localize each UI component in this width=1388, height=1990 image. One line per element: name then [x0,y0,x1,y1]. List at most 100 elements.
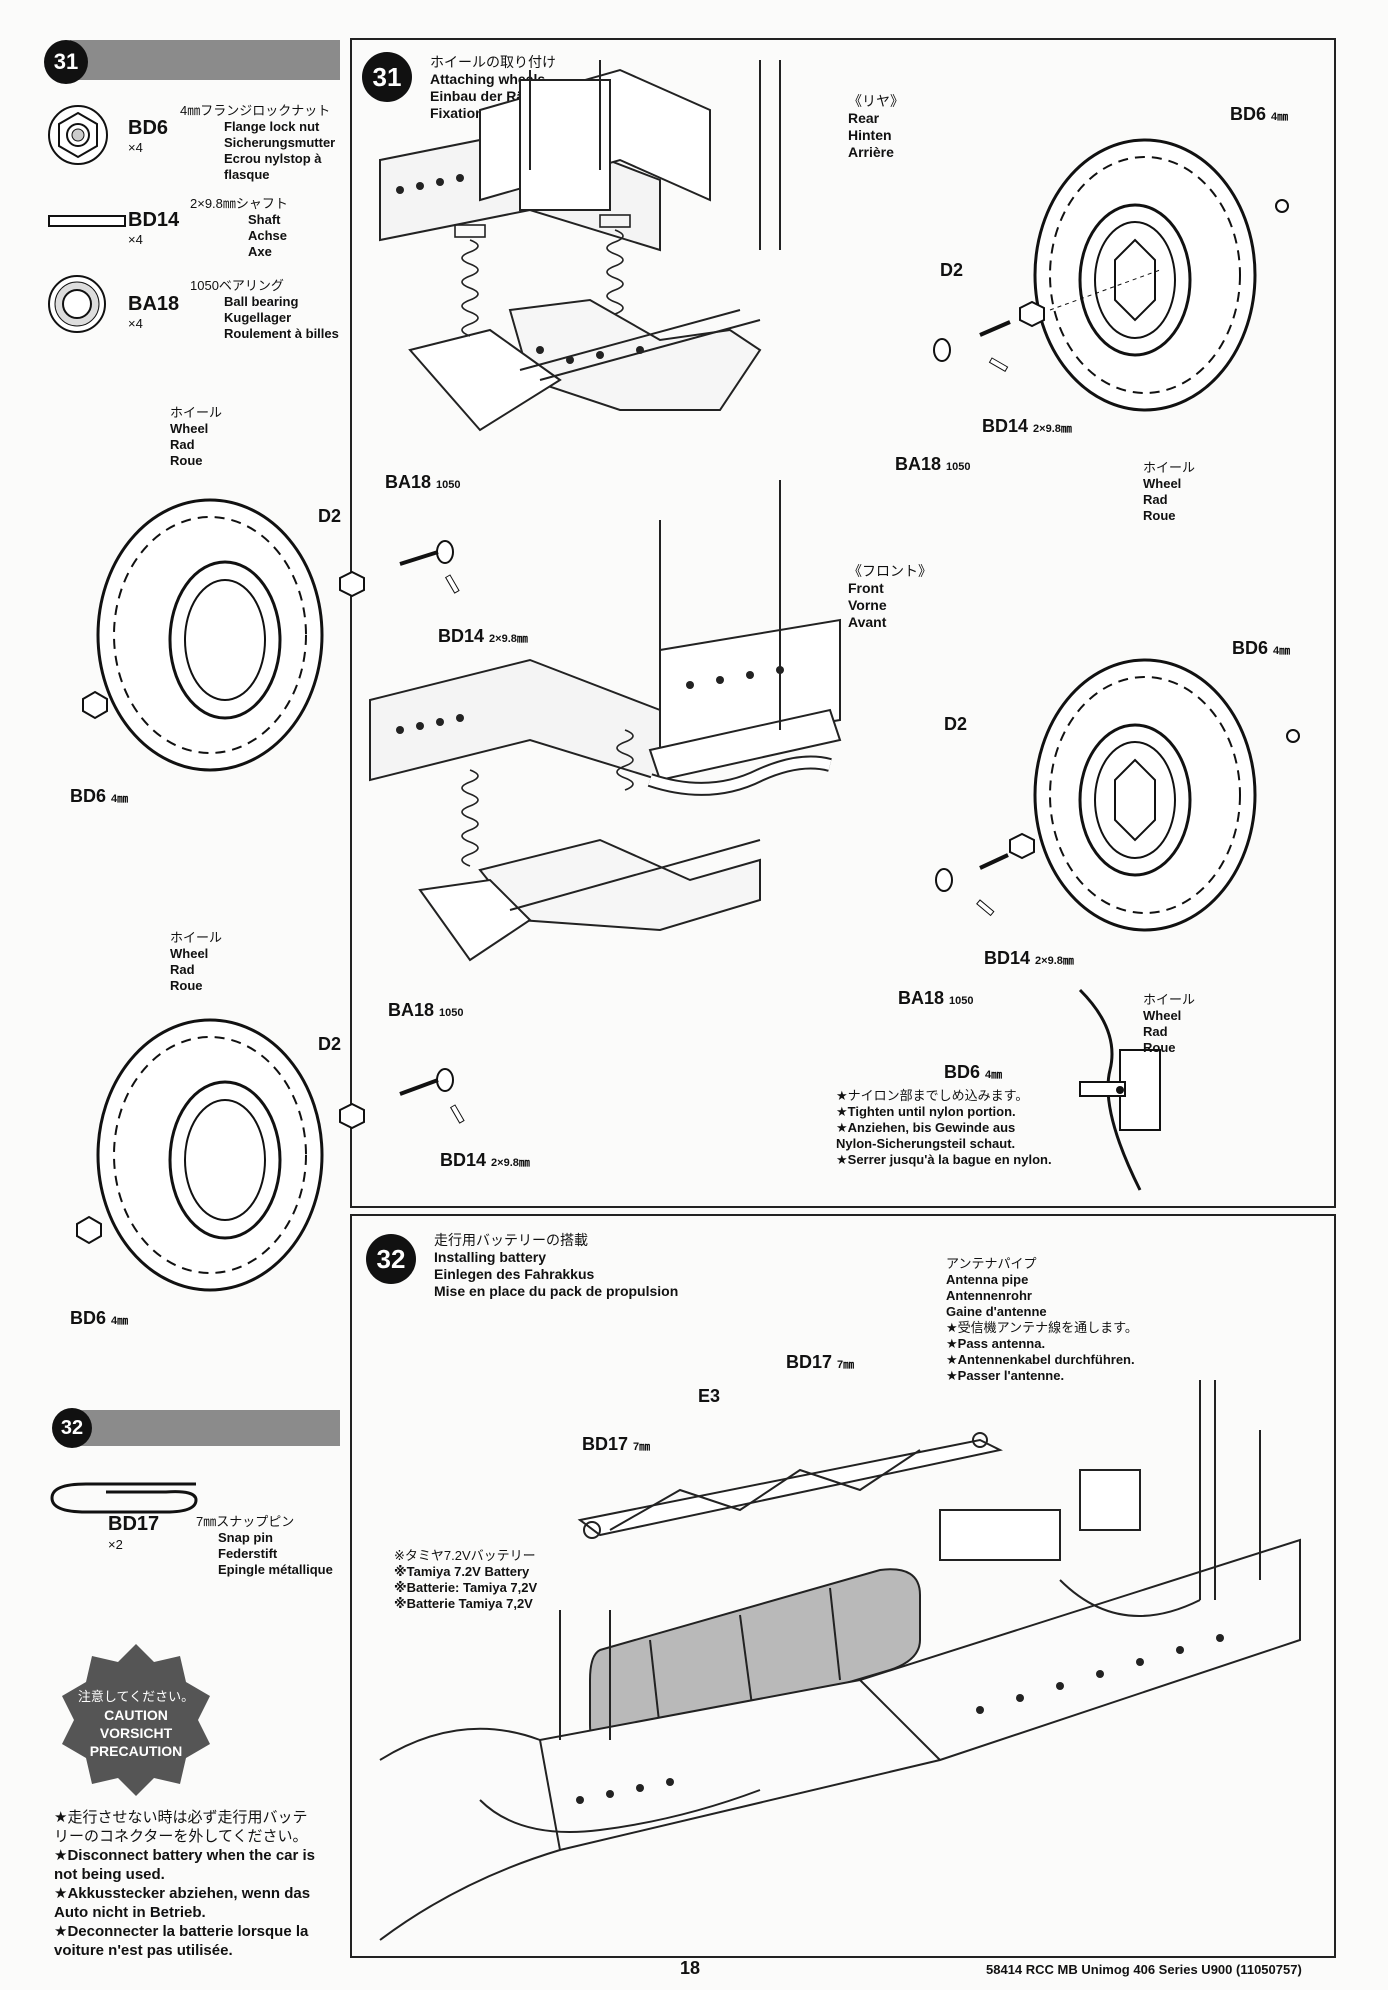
antenna-note-de: ★Antennenkabel durchführen. [946,1352,1135,1367]
e3-label: E3 [698,1386,721,1406]
nylon-note: ★ナイロン部までしめ込みます。 ★Tighten until nylon por… [836,1088,1052,1168]
caution-line-4: not being used. [54,1866,165,1883]
sidebar-bd14-fr: Axe [248,244,272,259]
front-right-bd6-size: 4㎜ [1273,645,1291,657]
battery-jp: ※タミヤ7.2Vバッテリー [394,1548,536,1563]
sidebar-bd17-fr: Epingle métallique [218,1562,333,1577]
sidebar-bd6-de: Sicherungsmutter [224,135,336,150]
battery-chassis-drawing [379,1380,1301,1941]
sidebar-bd17-en: Snap pin [218,1530,273,1545]
snap-pin-icon [50,1482,198,1514]
sidebar-ba18-names: 1050ベアリング Ball bearing Kugellager Roulem… [190,278,350,342]
front-left-wheel-de: Rad [170,962,195,977]
rear-right-bd14-size: 2×9.8㎜ [1033,423,1072,435]
document-id: 58414 RCC MB Unimog 406 Series U900 (110… [986,1962,1302,1977]
front-right-ba18-size: 1050 [949,995,974,1007]
sidebar-bd6-fr: Ecrou nylstop à [224,151,322,166]
battery-de: ※Batterie: Tamiya 7,2V [394,1580,538,1595]
rear-left-bd6: BD6 4㎜ [70,786,129,807]
sidebar-ba18-code: BA18 [128,293,180,315]
sidebar-bd14-de: Achse [248,228,288,243]
step31-sidebar-badge: 31 [44,40,88,84]
rear-left-d2: D2 [318,506,342,526]
caution-badge-icon [62,1644,210,1796]
nylon-note-en: ★Tighten until nylon portion. [836,1104,1016,1119]
detail-bd6: BD6 4㎜ [944,1062,1003,1083]
sidebar-bd6-jp: フランジロックナット [200,103,331,118]
rear-right-bd14: BD14 2×9.8㎜ [982,417,1072,437]
rear-left-bd6-code: BD6 [70,786,107,806]
front-chassis-drawing [369,480,842,962]
antenna-note-jp: ★受信機アンテナ線を通します。 [946,1320,1138,1335]
rear-label-jp: 《リヤ》 [848,93,904,109]
antenna-note-en: ★Pass antenna. [946,1336,1046,1351]
front-left-bd6: BD6 4㎜ [70,1308,129,1329]
sidebar-bd6-qty: ×4 [128,140,143,155]
step31-panel [350,38,1336,1208]
rear-left-bd14-size: 2×9.8㎜ [489,633,528,645]
detail-bd6-code: BD6 [944,1062,981,1082]
step32-sidebar-bar [70,1410,340,1446]
step32-title: 走行用バッテリーの搭載 Installing battery Einlegen … [434,1232,678,1300]
antenna-de: Antennenrohr [946,1288,1032,1303]
caution-line-3: ★Disconnect battery when the car is [54,1847,316,1864]
front-left-parts-drawing [339,1068,465,1130]
front-label: 《フロント》 Front Vorne Avant [848,563,932,631]
caution-en: CAUTION [104,1707,168,1723]
caution-text: ★走行させない時は必ず走行用バッテ リーのコネクターを外してください。 ★Dis… [54,1808,354,1960]
step32-panel [350,1214,1336,1958]
rear-right-wheel-label: ホイール Wheel Rad Roue [1143,460,1195,524]
rear-left-wheel-fr: Roue [170,453,203,468]
sidebar-bd6-en: Flange lock nut [224,119,320,134]
rear-left-ba18: BA18 1050 [385,473,461,493]
front-right-bd14-size: 2×9.8㎜ [1035,955,1074,967]
rear-left-bd6-size: 4㎜ [111,793,129,805]
step32-badge: 32 [366,1234,416,1284]
bd17-left: BD17 7㎜ [582,1435,650,1455]
rear-right-ba18-code: BA18 [895,454,942,474]
rear-left-wheel-drawing [96,498,324,772]
rear-left-ba18-size: 1050 [436,479,461,491]
step31-title-jp: ホイールの取り付け [430,54,556,70]
page-number: 18 [680,1958,701,1978]
front-left-bd6-code: BD6 [70,1308,107,1328]
front-right-bd14: BD14 2×9.8㎜ [984,949,1074,969]
front-right-bd6: BD6 4㎜ [1232,639,1291,659]
battery-fr: ※Batterie Tamiya 7,2V [394,1596,533,1611]
rear-right-wheel-de: Rad [1143,492,1168,507]
sidebar-bd6-size: 4㎜ [180,103,201,118]
sidebar-bd17-code: BD17 [108,1513,160,1535]
rear-label-en: Rear [848,110,880,126]
rear-left-nut-drawing [82,690,108,720]
detail-bd6-size: 4㎜ [985,1069,1003,1081]
nylon-note-fr: ★Serrer jusqu'à la bague en nylon. [836,1152,1052,1167]
ball-bearing-icon [48,275,106,333]
step31-sidebar-bar [70,40,340,80]
rear-left-wheel-jp: ホイール [170,405,223,420]
antenna-en: Antenna pipe [946,1272,1029,1287]
front-left-ba18-code: BA18 [388,1000,435,1020]
caution-badge-text: 注意してください。 CAUTION VORSICHT PRECAUTION [56,1688,216,1760]
front-right-wheel-en: Wheel [1143,1008,1182,1023]
sidebar-ba18-de: Kugellager [224,310,292,325]
bd17-upper-size: 7㎜ [837,1359,855,1371]
rear-label-de: Hinten [848,127,892,143]
front-left-bd6-size: 4㎜ [111,1315,129,1327]
sidebar-bd14-en: Shaft [248,212,281,227]
caution-fr: PRECAUTION [89,1743,183,1759]
front-label-jp: 《フロント》 [848,563,932,579]
sidebar-ba18-fr: Roulement à billes [224,326,339,341]
rear-chassis-drawing [379,60,781,432]
rear-left-wheel-label: ホイール Wheel Rad Roue [170,405,222,469]
shaft-icon [48,215,126,227]
front-left-wheel-jp: ホイール [170,930,223,945]
nylon-note-de1: ★Anziehen, bis Gewinde aus [836,1120,1016,1135]
sidebar-bd14-size: 2×9.8㎜ [190,196,236,211]
caution-de: VORSICHT [99,1725,173,1741]
sidebar-bd14-names: 2×9.8㎜シャフト Shaft Achse Axe [190,196,350,260]
front-right-ba18: BA18 1050 [898,989,974,1009]
front-right-parts-drawing [935,729,1300,917]
antenna-fr: Gaine d'antenne [946,1304,1047,1319]
sidebar-bd17-size: 7㎜ [196,1514,217,1529]
sidebar-bd17-qty: ×2 [108,1537,123,1552]
